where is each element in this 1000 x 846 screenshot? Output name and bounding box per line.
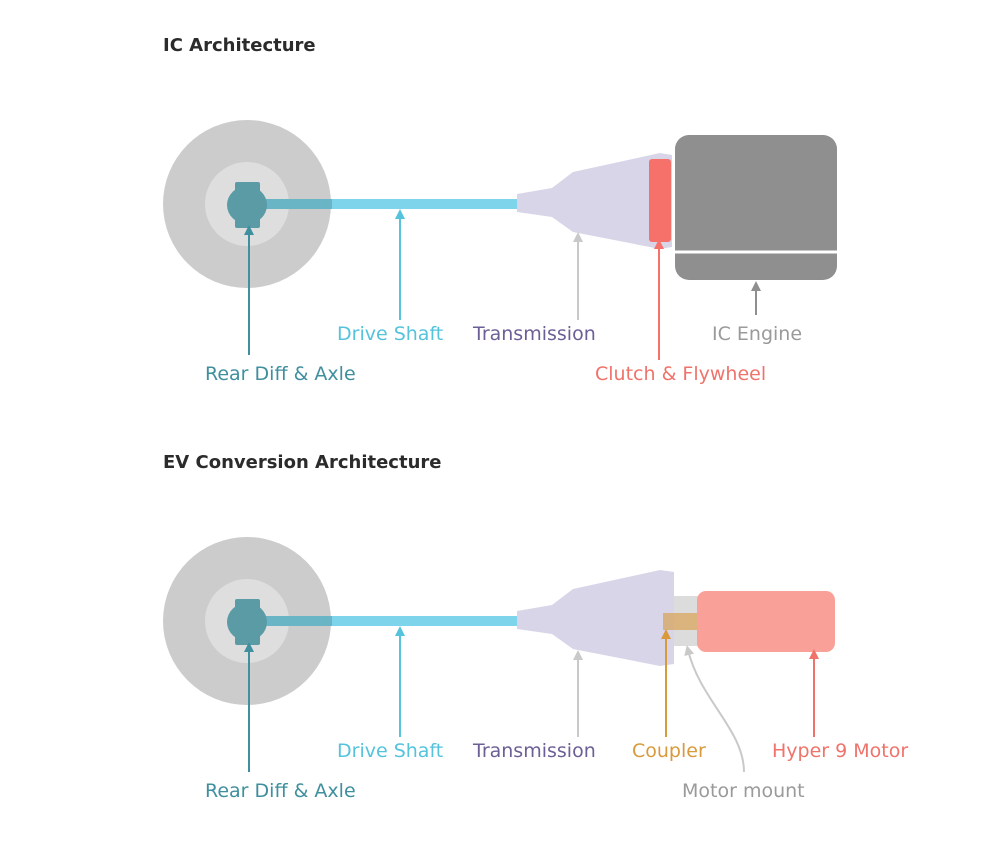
ev-diagram: Drive Shaft Transmission Coupler Hyper 9… [163,537,908,802]
ev-motor-label: Hyper 9 Motor [772,740,908,762]
ic-rear-diff-label: Rear Diff & Axle [205,363,356,385]
ic-clutch-label: Clutch & Flywheel [595,363,766,385]
ev-drive-shaft-label: Drive Shaft [337,740,443,762]
ev-section-title: EV Conversion Architecture [163,452,441,473]
ev-shaft-overlap [262,616,332,626]
ic-drive-shaft-label: Drive Shaft [337,323,443,345]
ev-transmission [517,570,674,666]
ic-drive-shaft [262,199,520,209]
ev-motor [697,591,835,652]
ev-coupler-label: Coupler [632,740,706,762]
ic-transmission-label: Transmission [472,323,596,345]
ic-engine [675,135,837,280]
ev-rear-diff-label: Rear Diff & Axle [205,780,356,802]
ev-coupler [663,613,697,630]
ev-motor-mount-arrow [684,645,745,773]
ev-drive-shaft [262,616,520,626]
ic-clutch [649,159,671,242]
ev-rear-diff [227,599,267,645]
ic-shaft-overlap [262,199,332,209]
ic-transmission [517,153,672,249]
ic-engine-label: IC Engine [712,323,802,345]
ev-transmission-label: Transmission [472,740,596,762]
ev-motor-mount-label: Motor mount [682,780,805,802]
ic-rear-diff [227,182,267,228]
ic-section-title: IC Architecture [163,35,316,56]
ic-diagram: Drive Shaft Transmission IC Engine Rear … [163,120,837,385]
